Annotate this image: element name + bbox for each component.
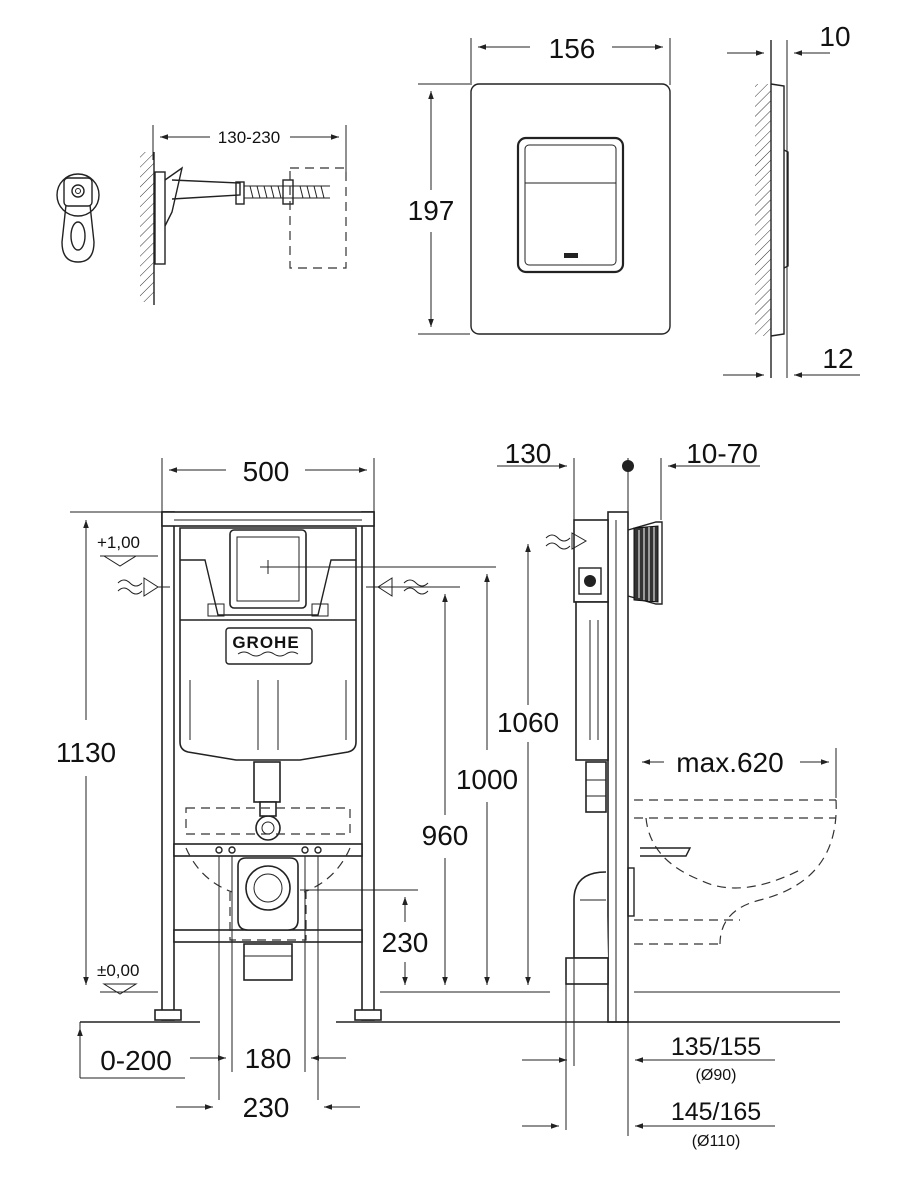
side-height-dimensions: 1060 max.620 [497,544,837,985]
max-projection-label: max.620 [676,747,783,778]
wall-hung-toilet-outline [634,799,837,945]
drain-offset-dimensions: 135/155 (Ø90) 145/165 (Ø110) [522,958,775,1150]
level-top-label: +1,00 [97,533,140,552]
drain-offset-90-label: 135/155 [671,1033,761,1061]
flush-plate-side: 10 12 [723,21,860,378]
drain-offset-110-label: 145/165 [671,1098,761,1126]
brand-label: GROHE [232,633,299,652]
foot-and-bolt-dimensions: 0-200 180 230 [77,856,360,1123]
bolt-spacing-outer-label: 230 [243,1092,290,1123]
wall-bolt-side-view [140,152,347,305]
level-zero-label: ±0,00 [97,961,139,980]
wall-cover-label: 10-70 [686,438,758,469]
flush-plate-front [470,83,671,335]
wall-bracket-front-icon [56,173,100,263]
drain-height-label: 230 [382,927,429,958]
drain-diam-110-label: (Ø110) [692,1133,741,1150]
frame-height-dimension: 1130 +1,00 ±0,00 [56,511,162,995]
inlet-height-label: 1000 [456,764,518,795]
side-depth-label: 130 [505,438,552,469]
installation-frame-front: GROHE [80,511,550,1023]
frame-width-label: 500 [243,456,290,487]
plate-height-label: 197 [408,195,455,226]
frame-height-label: 1130 [56,737,116,768]
plate-thickness-top-label: 10 [819,21,850,52]
installation-frame-side [540,511,840,1023]
flush-plate-width-dimension: 156 [470,33,671,85]
frame-width-dimension: 500 [161,456,375,512]
foot-adjust-label: 0-200 [100,1045,172,1076]
inlet-height-dimensions: 1000 960 230 [382,574,518,985]
side-top-dimensions: 130 10-70 [497,438,760,540]
brand-logo-icon [564,253,578,258]
bolt-range-label: 130-230 [218,128,280,147]
drain-diam-90-label: (Ø90) [696,1067,737,1084]
bolt-spacing-inner-label: 180 [245,1043,292,1074]
plate-thickness-bottom-label: 12 [822,343,853,374]
side-height-label: 1060 [497,707,559,738]
flush-plate-height-dimension: 197 [408,83,470,335]
outlet-height-label: 960 [422,820,469,851]
plate-width-label: 156 [549,33,596,64]
